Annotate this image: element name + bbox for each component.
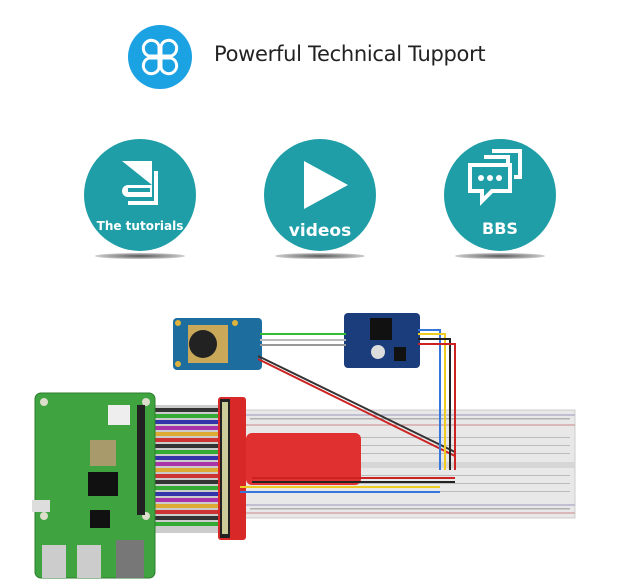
tutorials-button[interactable]: The tutorials — [84, 139, 196, 251]
bbs-button[interactable]: BBS — [444, 139, 556, 251]
shadow — [95, 253, 185, 259]
adc-module — [344, 313, 420, 368]
joystick-module — [173, 318, 262, 370]
page-title: Powerful Technical Tupport — [214, 42, 486, 66]
support-logo — [128, 25, 192, 89]
book-icon — [122, 161, 158, 205]
bbs-label: BBS — [482, 219, 518, 238]
chat-icon — [468, 149, 522, 206]
wiring-diagram — [32, 313, 576, 579]
clover-icon — [141, 38, 179, 76]
play-icon — [304, 161, 348, 209]
videos-label: videos — [288, 221, 352, 241]
jumper-wires — [240, 329, 456, 493]
t-cobbler — [218, 397, 361, 540]
raspberry-pi — [32, 392, 156, 579]
shadow — [275, 253, 365, 259]
shadow — [455, 253, 545, 259]
ribbon-cable — [150, 405, 222, 533]
videos-button[interactable]: videos — [264, 139, 376, 251]
tutorials-label: The tutorials — [96, 219, 184, 233]
